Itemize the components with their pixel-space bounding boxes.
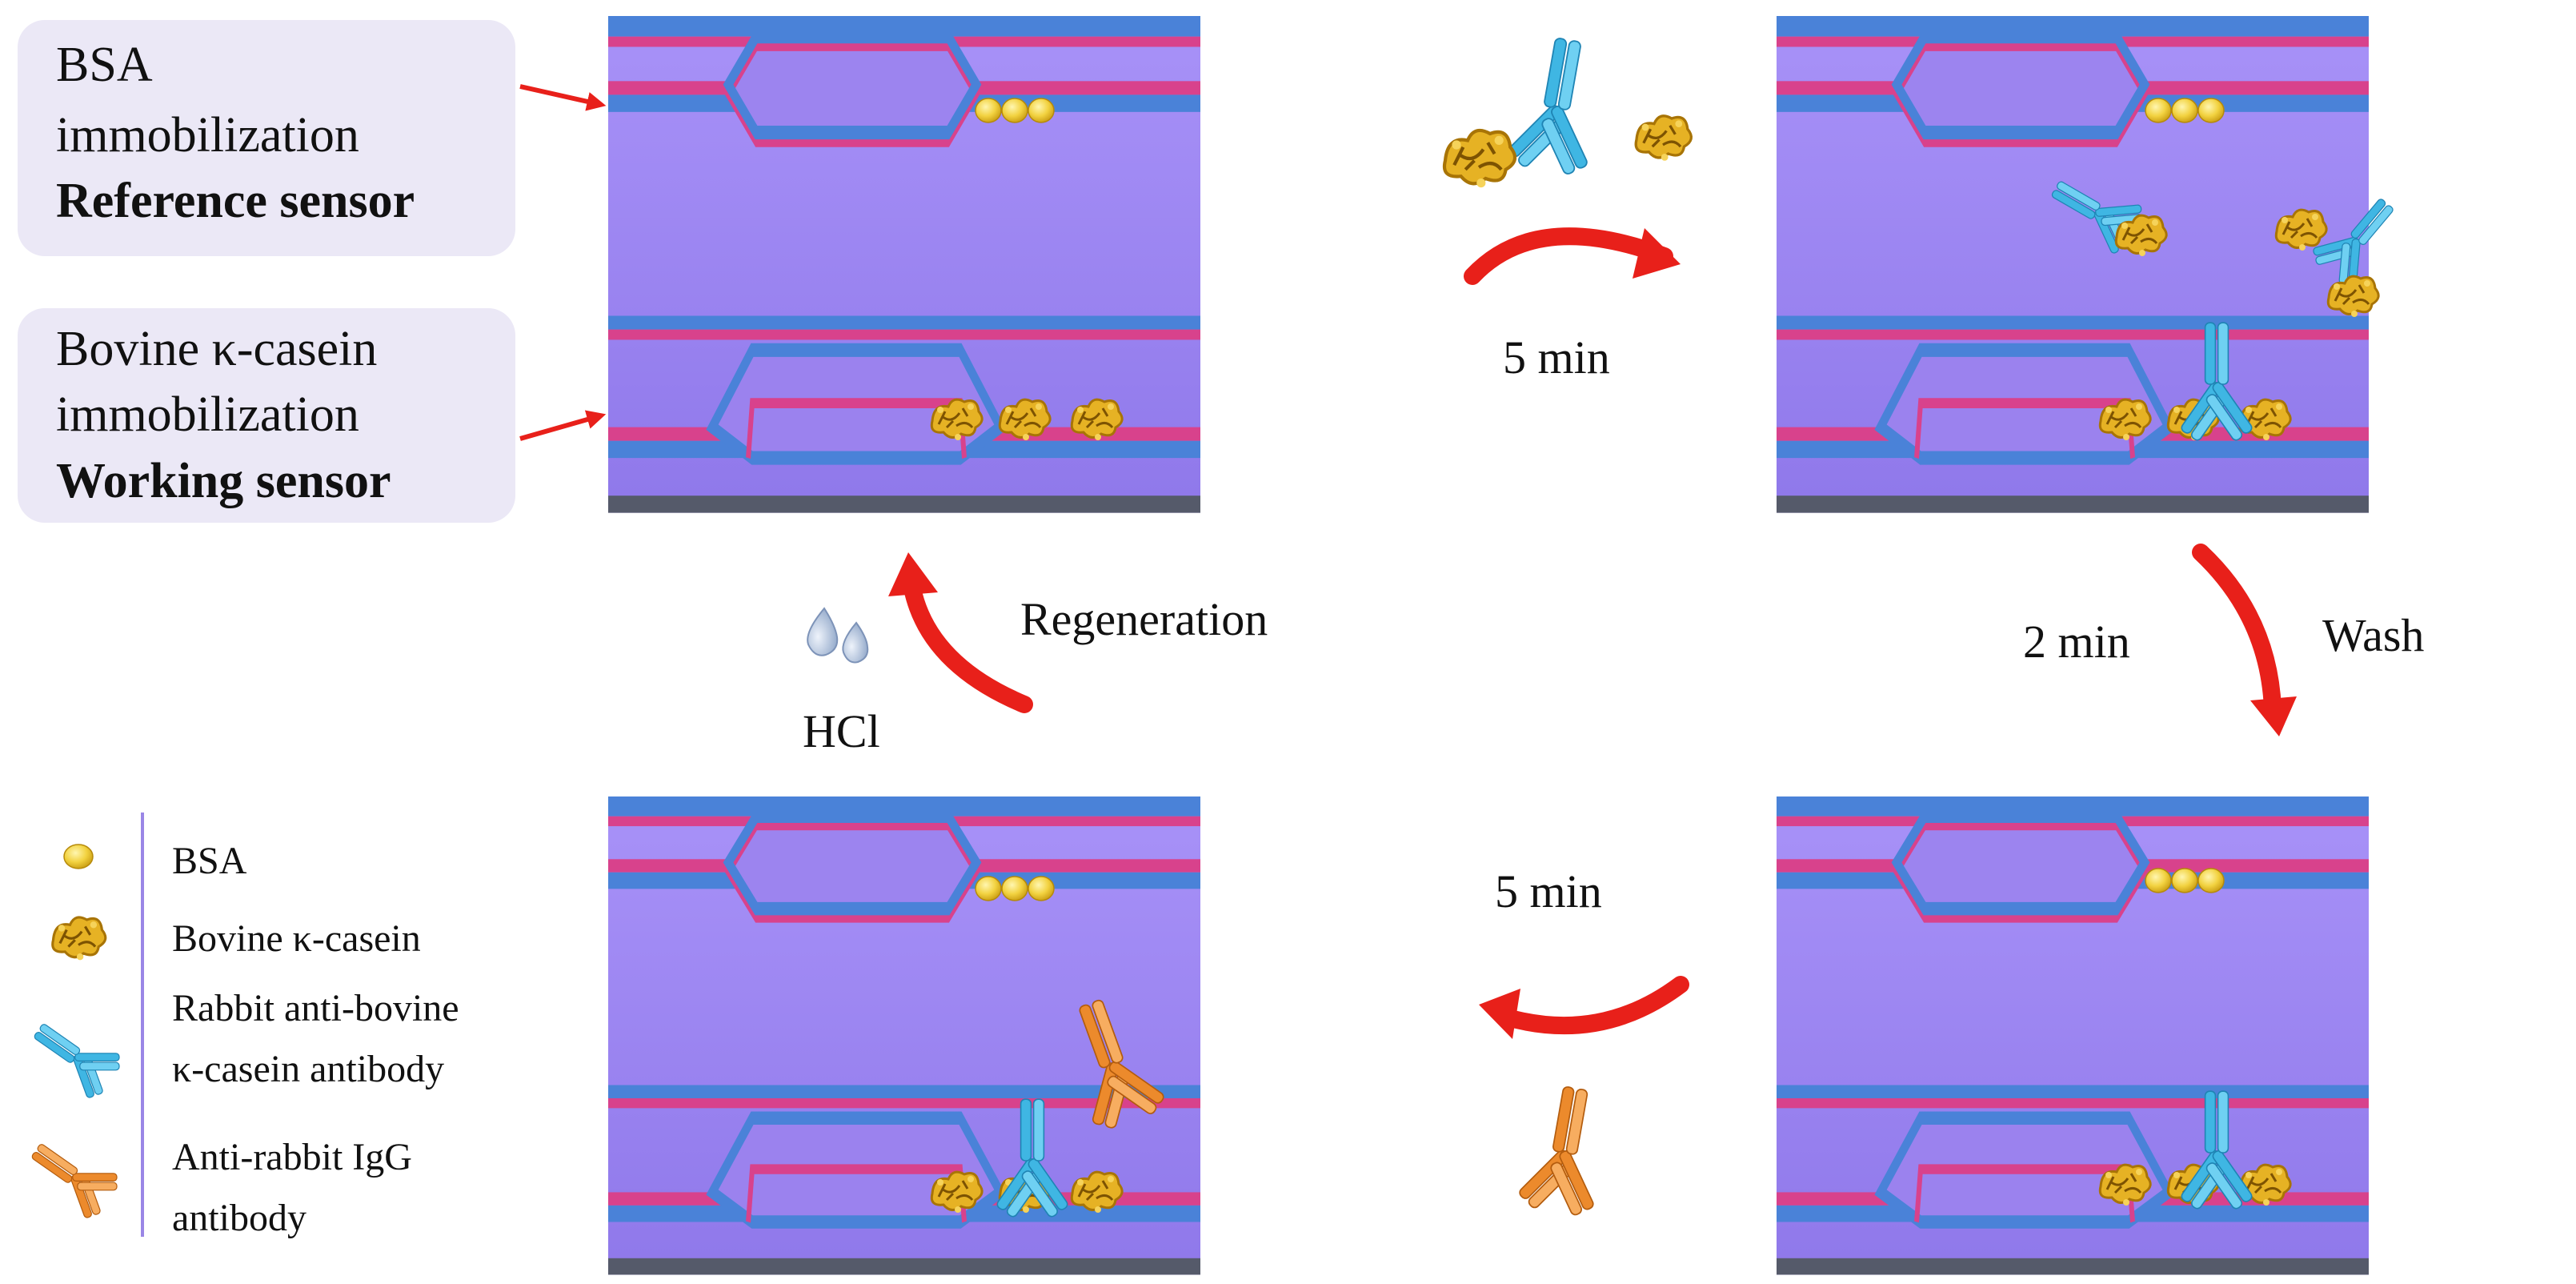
step-hcl-label: HCl xyxy=(803,705,880,757)
bsa-on-reference-sensor xyxy=(975,98,1055,123)
legend-casein-icon xyxy=(51,916,107,961)
legend-bsa-icon xyxy=(63,844,94,869)
step-regeneration-label: Regeneration xyxy=(1020,593,1268,645)
legend-antirabbit-label-line1: Anti-rabbit IgG xyxy=(172,1136,412,1178)
legend-antirabbit-label-line2: antibody xyxy=(172,1197,306,1239)
reference-label-line1: BSA xyxy=(56,38,153,92)
arrow-wash xyxy=(2192,544,2282,717)
working-label-line3: Working sensor xyxy=(56,454,391,508)
added-reagents xyxy=(1444,32,1693,187)
step-incubate-2-time: 5 min xyxy=(1495,865,1602,917)
reference-sensor-label-box xyxy=(18,20,515,256)
step-wash-label: Wash xyxy=(2322,609,2425,661)
working-label-line1: Bovine κ-casein xyxy=(56,322,378,376)
working-label-line2: immobilization xyxy=(56,387,359,442)
sensor-panel-washed xyxy=(1777,796,2369,1274)
label-pointer-arrows xyxy=(519,84,607,441)
sensor-panel-secondary-antibody xyxy=(608,796,1200,1274)
arrow-incubate-1 xyxy=(1464,227,1673,285)
legend-antirabbit-antibody-icon xyxy=(19,1127,126,1225)
legend-casein-label: Bovine κ-casein xyxy=(172,917,421,960)
legend-rabbit-antibody-icon xyxy=(22,1007,128,1105)
step-incubate-1-time: 5 min xyxy=(1503,331,1610,383)
legend-bsa-label: BSA xyxy=(172,840,247,882)
hcl-droplet-icon xyxy=(807,607,869,664)
working-sensor-label-box xyxy=(18,308,515,523)
legend xyxy=(19,813,144,1237)
reference-label-line3: Reference sensor xyxy=(56,174,415,228)
step-wash-time: 2 min xyxy=(2023,616,2130,668)
casein-on-working-sensor xyxy=(930,398,1124,442)
legend-rabbit-label-line1: Rabbit anti-bovine xyxy=(172,987,459,1029)
legend-rabbit-label-line2: κ-casein antibody xyxy=(172,1048,445,1090)
added-secondary-antibody xyxy=(1514,1081,1616,1221)
reference-label-line2: immobilization xyxy=(56,108,359,163)
arrow-regeneration xyxy=(903,580,1033,713)
sensor-panel-binding xyxy=(1777,16,2410,513)
sensor-panel-initial xyxy=(608,16,1200,513)
arrow-incubate-2 xyxy=(1496,976,1689,1035)
process-arrows xyxy=(888,227,2297,1039)
